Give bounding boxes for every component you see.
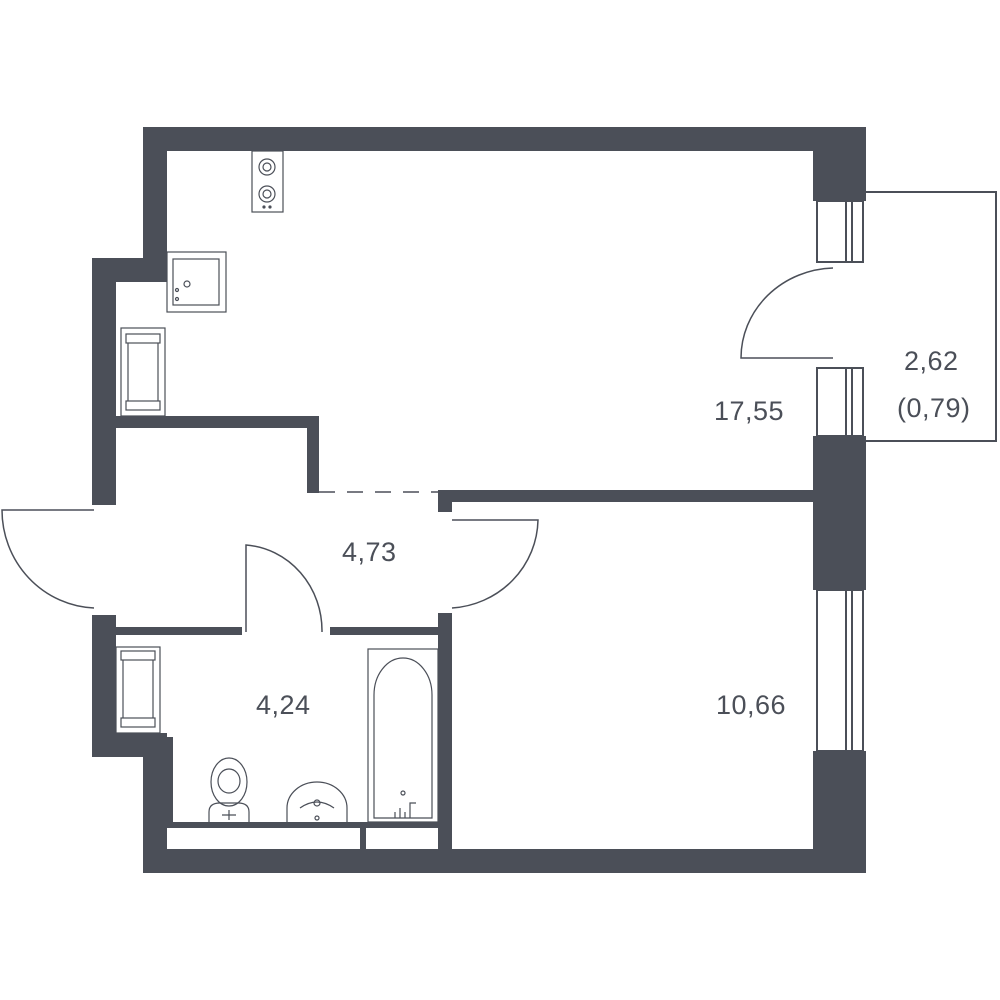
balcony-door-swing [740,267,834,359]
wall-bedroom-top-stub [438,490,452,512]
wall-bath-divider [360,822,366,849]
toilet-icon [208,757,250,822]
wall-bath-top-left [116,627,242,635]
wall-bedroom-top [438,490,813,502]
wall-bath-left-thin [167,737,173,828]
bathtub-icon [367,648,439,823]
wall-left-upper [143,127,167,260]
wall-right-mid [813,436,866,590]
wall-kitchen-corridor [116,416,319,428]
balcony-area: 2,62 [904,346,959,376]
wall-right-bottom [813,751,866,873]
wall-top [143,127,866,151]
fixtures [115,150,439,823]
balcony-window-upper [816,200,864,263]
bathroom-door-swing [245,544,323,633]
washbasin-icon [286,781,348,822]
bedroom-area: 10,66 [716,690,787,720]
balcony-window-lower [816,367,864,437]
bathroom-area: 4,24 [256,690,311,720]
kitchen-sink-icon [166,251,227,313]
balcony-outline [866,191,997,442]
bedroom-door-swing [451,519,539,609]
wall-bottom [143,849,866,873]
wall-right-top [813,127,866,201]
wall-bath-bottom [167,822,438,828]
wall-bath-top-right [330,627,452,635]
balcony [816,191,997,442]
hallway-area: 4,73 [342,537,397,567]
bedroom-window [816,589,864,752]
walls [92,127,866,873]
wall-left-mid [92,258,116,505]
wall-bath-right [438,613,452,873]
living-kitchen-area: 17,55 [714,396,785,426]
wall-corridor-stub [307,416,319,493]
entrance-door-swing [1,509,95,609]
balcony-reduced-area: (0,79) [897,393,971,423]
bathroom-radiator-icon [115,646,161,734]
radiator-icon [120,327,166,417]
doors [1,267,834,633]
stove-icon [251,150,284,213]
